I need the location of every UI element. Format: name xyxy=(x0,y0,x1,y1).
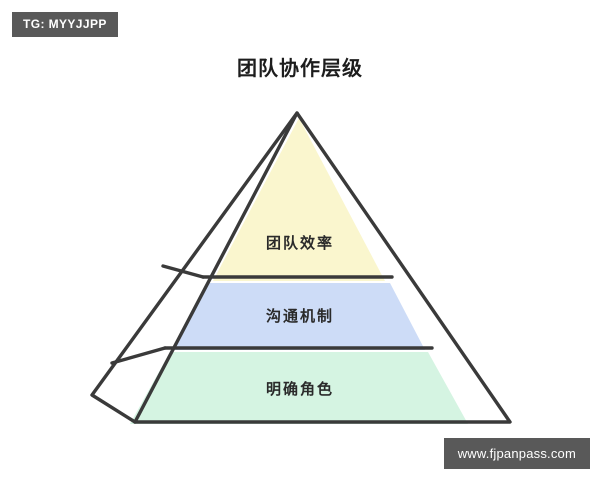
pyramid-level-1-fill xyxy=(213,118,385,281)
pyramid-level-3-fill xyxy=(130,352,468,424)
pyramid-front-face-outline xyxy=(133,111,512,424)
watermark-badge-bottom-right: www.fjpanpass.com xyxy=(443,438,590,469)
pyramid-level-2-fill xyxy=(173,283,425,350)
pyramid-side-connector-bottom xyxy=(110,346,167,365)
pyramid-side-connector-top xyxy=(161,264,205,279)
pyramid-fills xyxy=(130,118,468,424)
watermark-badge-top-left: TG: MYYJJPP xyxy=(12,12,118,37)
pyramid-side-face-outline xyxy=(90,111,299,424)
pyramid-outlines xyxy=(90,111,512,424)
page-title: 团队协作层级 xyxy=(237,58,363,80)
